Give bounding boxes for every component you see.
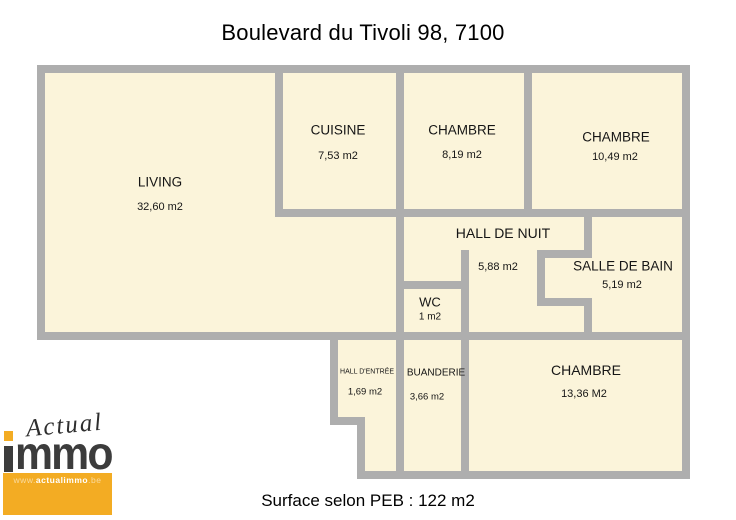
- wall-bath-notch-bottom: [537, 298, 592, 306]
- logo-i-stem: [4, 446, 13, 472]
- floorplan-upper-area: [37, 65, 690, 340]
- wall-outer-top: [37, 65, 690, 73]
- wall-wc-top: [396, 281, 469, 289]
- logo-url-tld: .be: [88, 475, 102, 485]
- logo-url-banner: www.actualimmo.be: [3, 473, 112, 515]
- room-label-hall-entree: HALL D'ENTRÉE: [340, 368, 394, 376]
- wall-outer-bottom: [357, 471, 690, 479]
- room-area-chambre-3: 13,36 M2: [561, 388, 607, 400]
- room-area-hall-de-nuit: 5,88 m2: [478, 261, 518, 273]
- wall-bath-notch-top: [537, 250, 592, 258]
- room-area-cuisine: 7,53 m2: [318, 150, 358, 162]
- wall-entry-left: [330, 332, 338, 425]
- logo-wordmark: mmo: [15, 427, 113, 479]
- room-label-chambre-3: CHAMBRE: [550, 362, 622, 378]
- logo-i-dot: [4, 431, 13, 441]
- room-area-buanderie: 3,66 m2: [409, 391, 445, 403]
- logo-url-main: actualimmo: [35, 475, 89, 485]
- room-area-salle-de-bain: 5,19 m2: [602, 279, 642, 291]
- wall-bath-notch-left: [537, 250, 545, 306]
- room-area-hall-entree: 1,69 m2: [347, 386, 383, 398]
- wall-chambre-chambre: [524, 65, 532, 217]
- room-label-buanderie: BUANDERIE: [406, 367, 466, 379]
- room-label-hall-de-nuit: HALL DE NUIT: [455, 225, 551, 241]
- floorplan-cutout: [330, 425, 357, 479]
- logo-url-www: www.: [13, 475, 36, 485]
- page-title: Boulevard du Tivoli 98, 7100: [221, 20, 505, 45]
- room-label-wc: WC: [419, 294, 441, 310]
- wall-wc-right: [461, 250, 469, 479]
- wall-cuisine-chambre: [396, 65, 404, 479]
- room-area-wc: 1 m2: [418, 311, 442, 323]
- room-label-salle-de-bain: SALLE DE BAIN: [573, 258, 673, 274]
- wall-entry-step: [330, 417, 365, 425]
- room-label-living: LIVING: [137, 174, 183, 190]
- wall-middle: [37, 332, 690, 340]
- room-label-cuisine: CUISINE: [310, 122, 366, 138]
- wall-outer-left: [37, 65, 45, 340]
- wall-bath-left-upper: [584, 209, 592, 258]
- room-area-chambre-2: 10,49 m2: [592, 151, 638, 163]
- wall-upper-rooms-bottom: [275, 209, 690, 217]
- wall-bath-left-lower: [584, 298, 592, 340]
- wall-outer-right: [682, 65, 690, 479]
- wall-entry-step-vertical: [357, 417, 365, 479]
- room-label-chambre-2: CHAMBRE: [582, 129, 650, 145]
- room-area-living: 32,60 m2: [137, 201, 183, 213]
- surface-peb-text: Surface selon PEB : 122 m2: [261, 491, 475, 510]
- floorplan-lower-area: [330, 330, 690, 479]
- room-label-chambre-1: CHAMBRE: [428, 122, 496, 138]
- room-area-chambre-1: 8,19 m2: [442, 149, 482, 161]
- wall-living-cuisine: [275, 65, 283, 217]
